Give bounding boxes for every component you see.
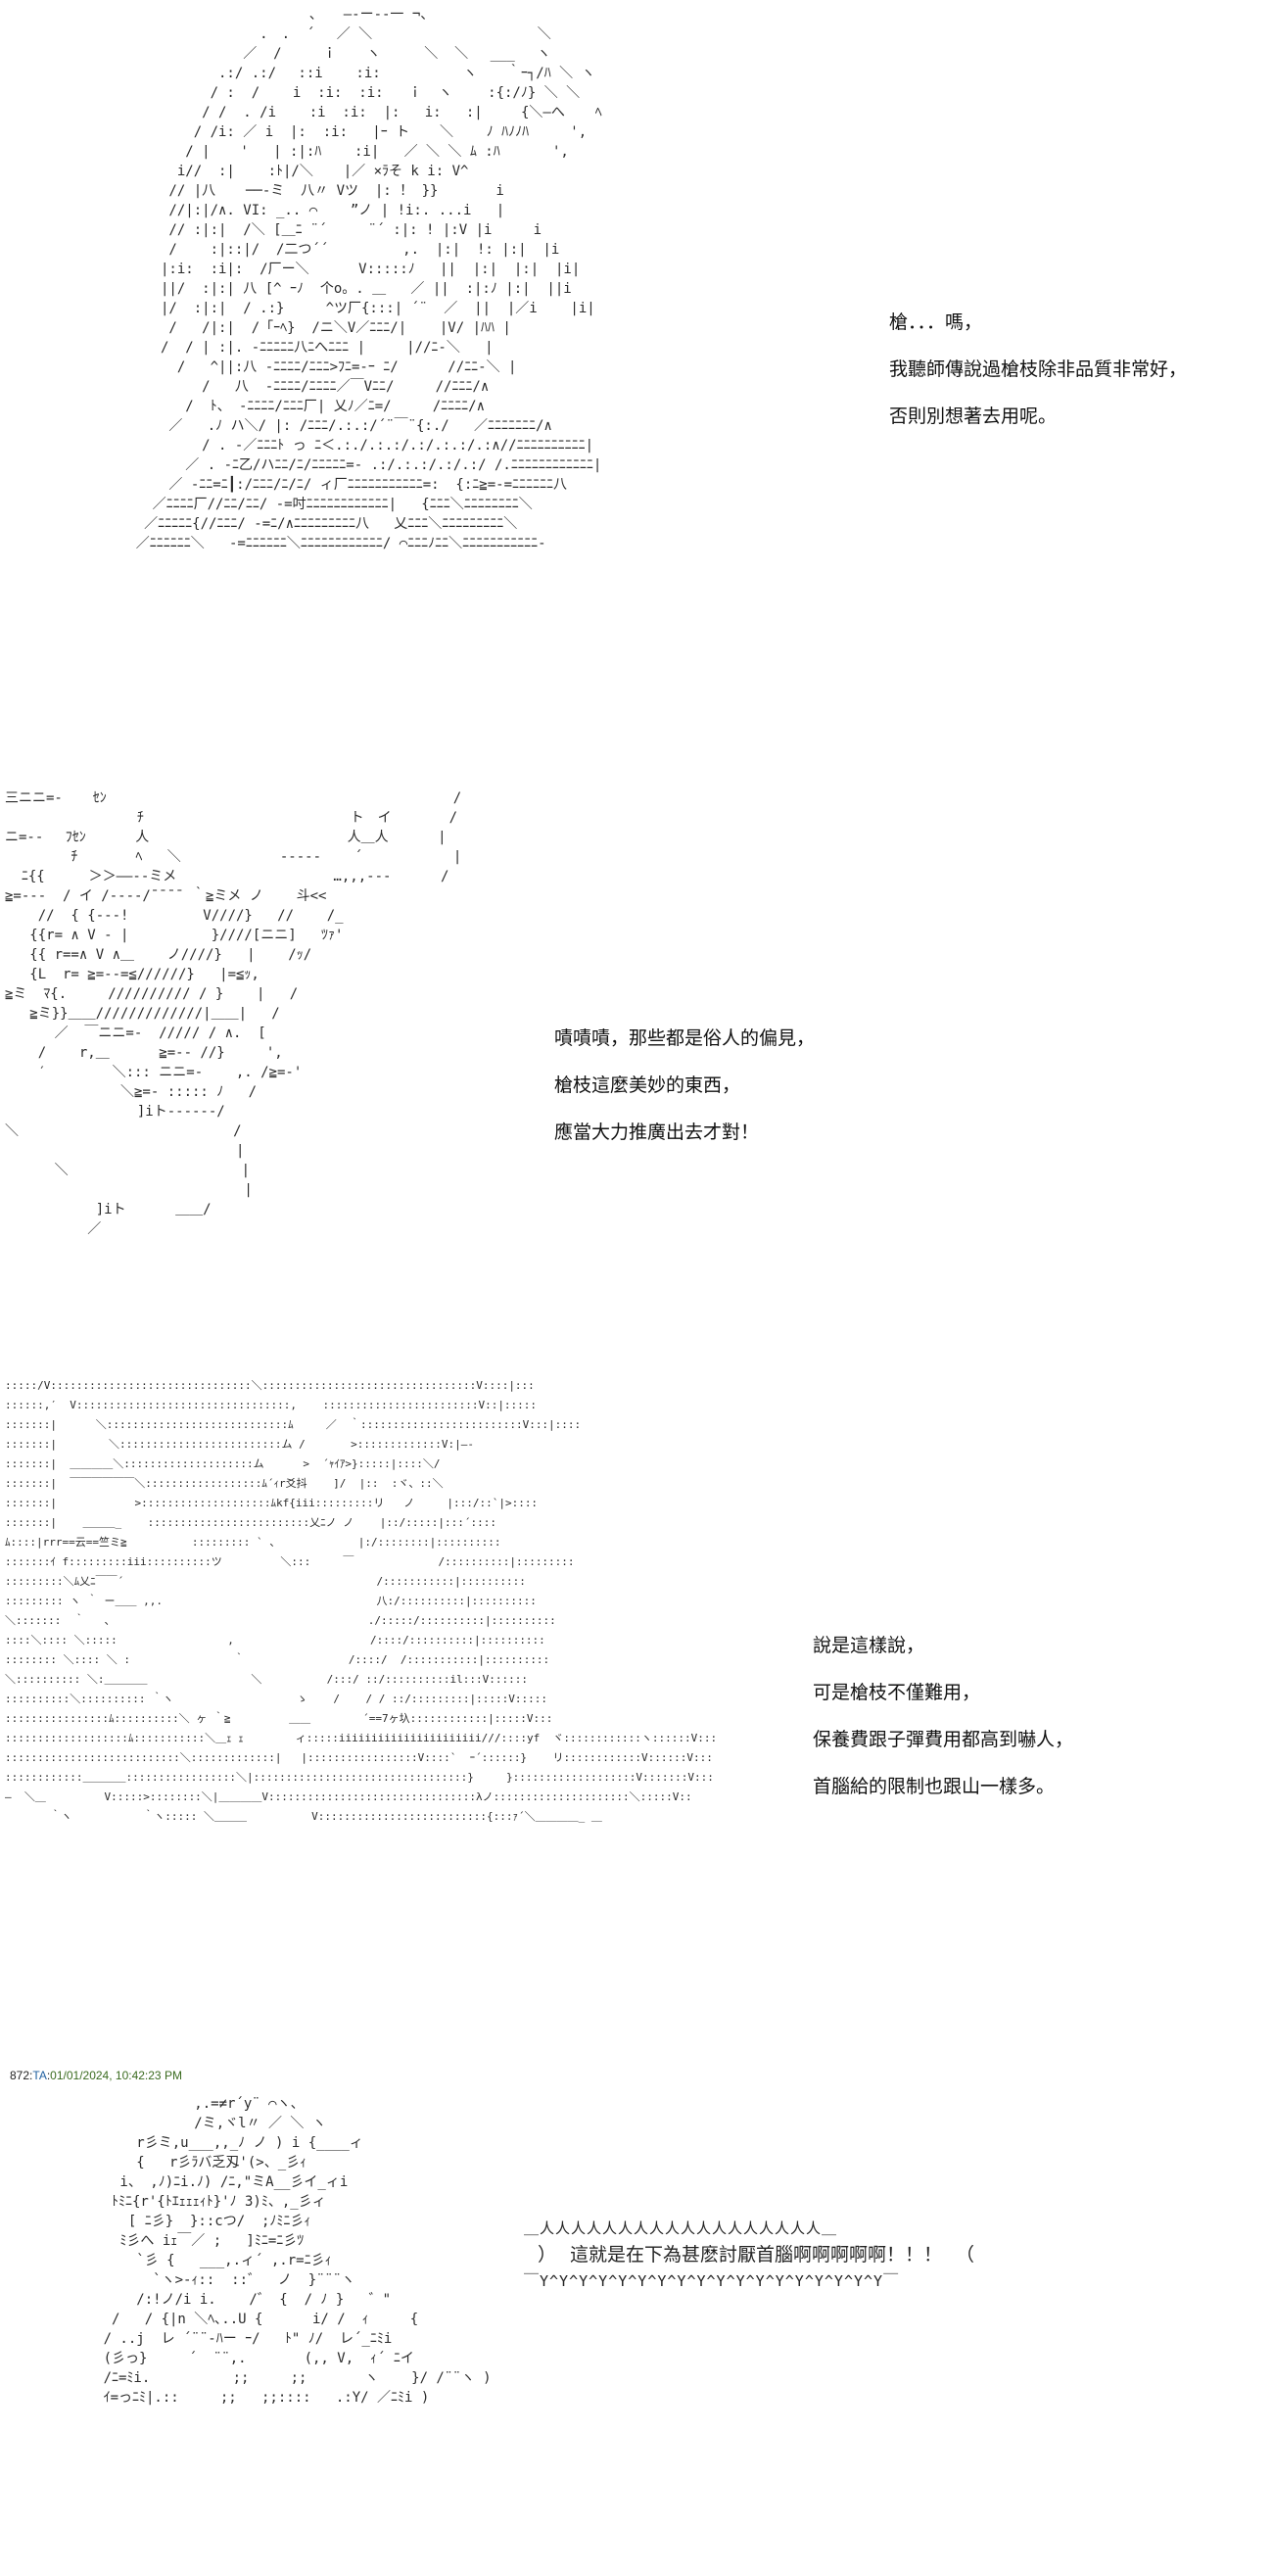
post-number: 872: [10, 2069, 30, 2082]
shout-bubble: ＿人人人人人人人人人人人人人人人人人人＿ ） 這就是在下為甚麽討厭首腦啊啊啊啊啊！…: [524, 2218, 988, 2291]
shout-text: 這就是在下為甚麽討厭首腦啊啊啊啊啊！！！: [570, 2244, 943, 2266]
dialog-panel-3: 說是這樣說， 可是槍枝不僅難用， 保養費跟子彈費用都高到嚇人， 首腦給的限制也跟…: [813, 1622, 1073, 1810]
dialog-line: 槍．．．嗎，: [889, 311, 983, 333]
ascii-art-grinning-character: 三ニニ=- ｾﾝ / ﾁ ト イ / ニ=-- ﾌｾﾝ 人 人＿人 | ﾁ ﾍ …: [5, 790, 462, 1237]
ascii-art-hooded-figure: 、 ―‐ー‐‐一 ¬、 . . ´ ／ ＼ ＼ ／ / ｉ ヽ ＼ ＼ ___ …: [135, 7, 602, 551]
panel-2: 三ニニ=- ｾﾝ / ﾁ ト イ / ニ=-- ﾌｾﾝ 人 人＿人 | ﾁ ﾍ …: [0, 774, 1273, 1361]
dialog-line: 槍枝這麼美妙的東西，: [554, 1074, 741, 1096]
dialog-line: 說是這樣說，: [813, 1635, 925, 1656]
dialog-panel-1: 槍．．．嗎， 我聽師傳說過槍枝除非品質非常好， 否則別想著去用呢。: [889, 299, 1187, 440]
panel-1: 、 ―‐ー‐‐一 ¬、 . . ´ ／ ＼ ＼ ／ / ｉ ヽ ＼ ＼ ___ …: [0, 0, 1273, 764]
dialog-line: 嘖嘖嘖，那些都是俗人的偏見，: [554, 1027, 816, 1049]
dialog-line: 應當大力推廣出去才對！: [554, 1121, 760, 1143]
dialog-line: 可是槍枝不僅難用，: [813, 1682, 981, 1703]
shout-top-edge: ＿人人人人人人人人人人人人人人人人人人＿: [524, 2219, 838, 2237]
panel-3: :::::/V:::::::::::::::::::::::::::::::＼:…: [0, 1371, 1273, 2057]
shout-left-bracket: ）: [538, 2244, 557, 2266]
shout-right-bracket: （: [956, 2244, 975, 2266]
panel-4: 872:TA:01/01/2024, 10:42:23 PM ,.=≠r´y¨ …: [0, 2067, 1273, 2576]
dialog-panel-2: 嘖嘖嘖，那些都是俗人的偏見， 槍枝這麼美妙的東西， 應當大力推廣出去才對！: [554, 1015, 815, 1156]
ascii-art-dotted-character: :::::/V:::::::::::::::::::::::::::::::＼:…: [5, 1379, 718, 1823]
shout-text-row: ） 這就是在下為甚麽討厭首腦啊啊啊啊啊！！！ （: [524, 2238, 988, 2271]
dialog-line: 首腦給的限制也跟山一樣多。: [813, 1776, 1056, 1797]
post-timestamp: 01/01/2024, 10:42:23 PM: [50, 2069, 182, 2082]
shout-bottom-edge: ￣Y^Y^Y^Y^Y^Y^Y^Y^Y^Y^Y^Y^Y^Y^Y^Y^Y^Y￣: [524, 2272, 900, 2290]
dialog-line: 否則別想著去用呢。: [889, 405, 1058, 427]
dialog-line: 保養費跟子彈費用都高到嚇人，: [813, 1729, 1074, 1750]
ascii-art-screaming-character: ,.=≠r´y¨ ⌒ヽ、 /ミ,ヾl〃 ／ ＼ ヽ r彡ミ,u___,,_ﾉ ノ…: [103, 2096, 492, 2406]
post-id-label: TA: [32, 2069, 47, 2082]
dialog-line: 我聽師傳說過槍枝除非品質非常好，: [889, 358, 1188, 380]
post-header: 872:TA:01/01/2024, 10:42:23 PM: [10, 2069, 182, 2082]
